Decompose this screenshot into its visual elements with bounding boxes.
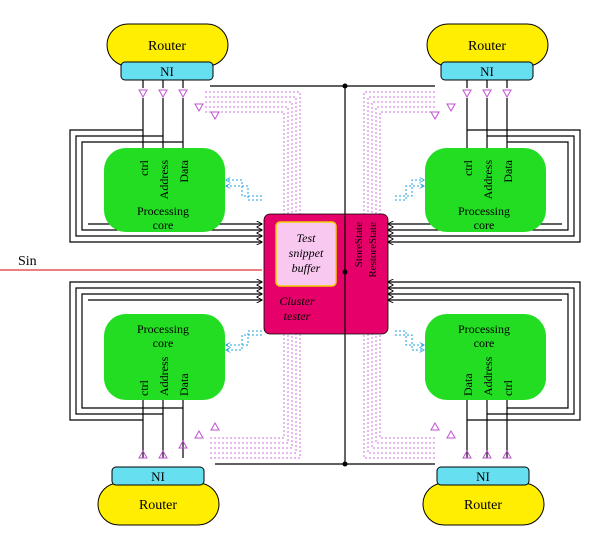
router-top-left: Router: [106, 23, 229, 67]
svg-text:NI: NI: [151, 469, 165, 484]
restore-state-label: RestoreState: [367, 222, 379, 278]
router-label: Router: [148, 39, 186, 54]
ctrl-label: ctrl: [461, 159, 475, 176]
signal-wires-top-right: [466, 80, 508, 148]
sin-label: Sin: [18, 254, 37, 269]
router-bottom-left: Router: [97, 482, 220, 526]
processing-core-top-right: ctrl Address Data Processing core: [425, 148, 546, 232]
ctrl-label: ctrl: [137, 159, 151, 176]
signal-wires-bottom-left: [142, 400, 184, 458]
svg-text:NI: NI: [160, 64, 174, 79]
address-label: Address: [157, 160, 171, 200]
address-label: Address: [481, 160, 495, 200]
svg-text:core: core: [153, 218, 174, 232]
processing-core-bottom-right: Processing core Data Address ctrl: [425, 314, 546, 400]
data-label: Data: [177, 159, 191, 182]
router-label: Router: [468, 39, 506, 54]
store-state-label: StoreState: [353, 222, 365, 267]
junction-dot: [342, 83, 348, 89]
ctrl-label: ctrl: [501, 379, 515, 396]
data-label: Data: [461, 373, 475, 396]
svg-text:NI: NI: [476, 469, 490, 484]
router-label: Router: [464, 498, 502, 513]
router-bottom-right: Router: [422, 482, 545, 526]
svg-text:snippet: snippet: [289, 246, 324, 260]
cluster-tester-label-2: tester: [284, 309, 311, 323]
ni-bottom-left: NI: [111, 466, 205, 486]
processing-core-top-left: ctrl Address Data Processing core: [104, 148, 225, 232]
data-label: Data: [501, 159, 515, 182]
svg-text:Processing: Processing: [458, 204, 510, 218]
svg-text:Processing: Processing: [137, 322, 189, 336]
svg-text:core: core: [153, 336, 174, 350]
data-label: Data: [177, 373, 191, 396]
ni-top-left: NI: [120, 61, 214, 81]
svg-text:buffer: buffer: [292, 261, 321, 275]
svg-text:NI: NI: [480, 64, 494, 79]
svg-text:Processing: Processing: [458, 322, 510, 336]
svg-text:Test: Test: [297, 231, 317, 245]
signal-wires-bottom-right: [466, 400, 508, 458]
junction-dot: [342, 461, 348, 467]
test-snippet-buffer: Test snippet buffer: [275, 221, 337, 287]
router-top-right: Router: [426, 23, 549, 67]
router-label: Router: [139, 498, 177, 513]
buffer-triangles: [138, 89, 512, 459]
address-label: Address: [481, 356, 495, 396]
dotted-bus-bottom-left: [210, 292, 301, 459]
signal-wires-top-left: [142, 80, 184, 148]
wire-loops-right: [388, 129, 581, 421]
cluster-tester: Test snippet buffer Cluster tester Store…: [263, 213, 389, 335]
svg-text:core: core: [474, 336, 495, 350]
ctrl-label: ctrl: [137, 379, 151, 396]
ni-bottom-right: NI: [436, 466, 530, 486]
wire-loops-left: [69, 129, 262, 421]
svg-text:Processing: Processing: [137, 204, 189, 218]
address-label: Address: [157, 356, 171, 396]
dotted-cyan-links: [226, 180, 424, 350]
processing-core-bottom-left: Processing core ctrl Address Data: [104, 314, 225, 400]
cluster-tester-label-1: Cluster: [279, 294, 315, 308]
svg-text:core: core: [474, 218, 495, 232]
ni-top-right: NI: [440, 61, 534, 81]
